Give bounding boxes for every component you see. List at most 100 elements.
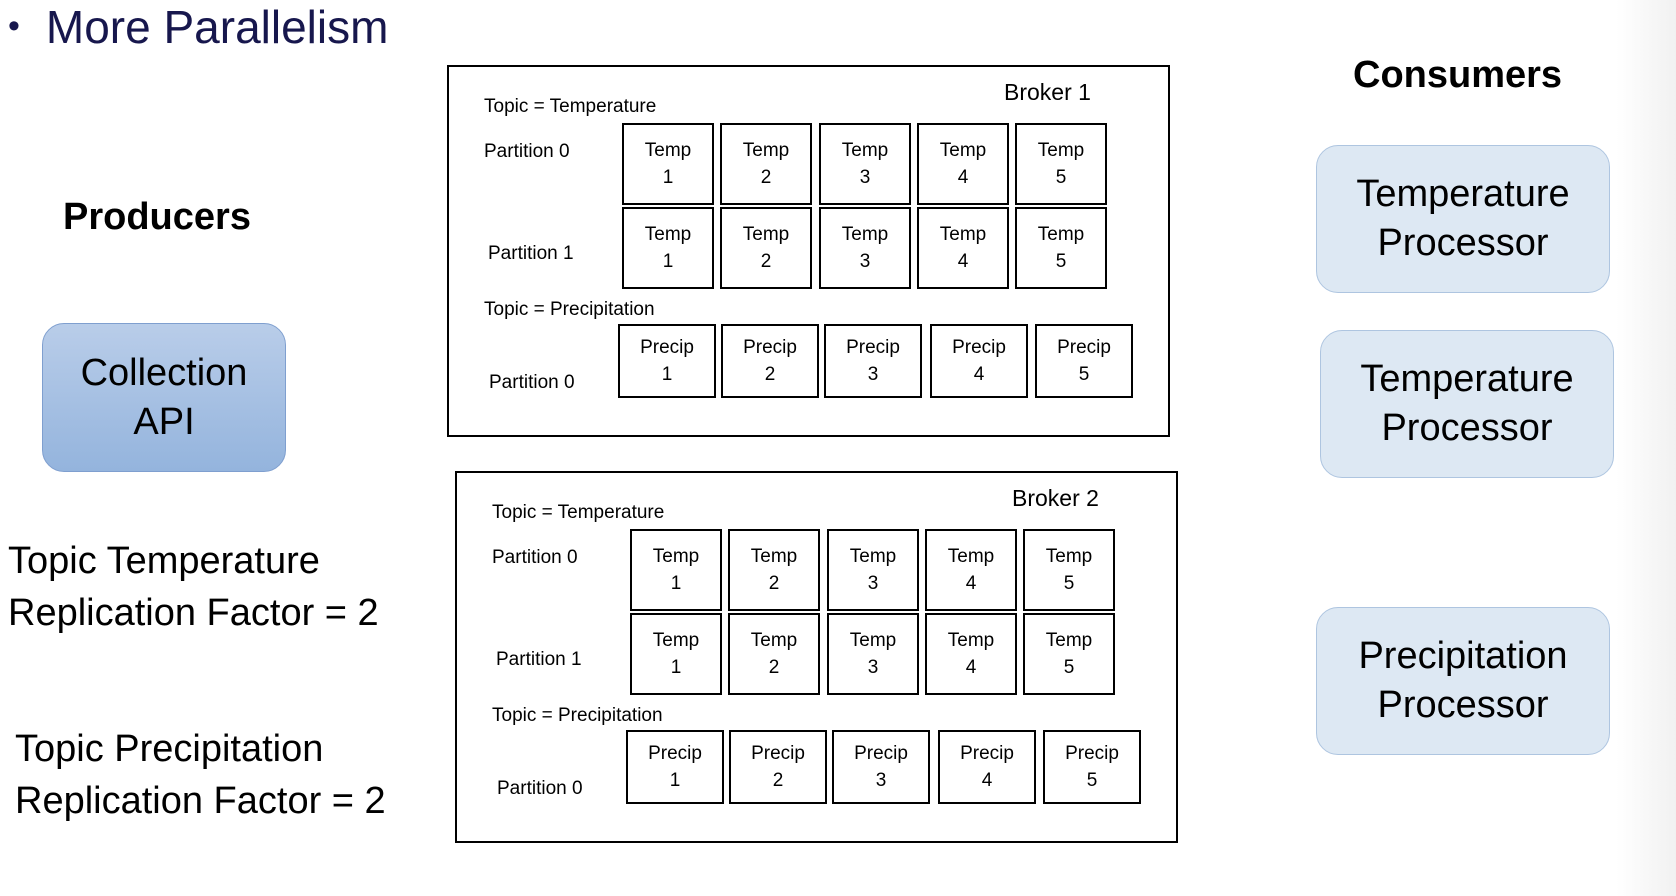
segment-number: 5 — [1063, 657, 1075, 678]
segment-number: 4 — [965, 657, 977, 678]
replication-temperature-line2: Replication Factor = 2 — [8, 592, 379, 634]
bullet-icon: • — [8, 7, 20, 45]
segment-word: Precip — [743, 337, 797, 358]
segment-number: 3 — [875, 770, 887, 791]
topic-temperature-label: Topic = Temperature — [484, 96, 657, 117]
slide-edge-shadow — [1616, 0, 1676, 896]
temperature-segment: Temp 1 — [630, 613, 722, 695]
segment-number: 4 — [957, 167, 969, 188]
segment-word: Precip — [854, 743, 908, 764]
segment-number: 5 — [1086, 770, 1098, 791]
slide-title: • More Parallelism — [8, 0, 388, 54]
broker-name: Broker 2 — [1012, 485, 1099, 511]
segment-word: Temp — [1045, 630, 1093, 651]
temperature-segment: Temp 3 — [827, 613, 919, 695]
segment-number: 3 — [867, 657, 879, 678]
producer-collection-api: Collection API — [42, 323, 286, 472]
segment-word: Precip — [952, 337, 1006, 358]
segment-word: Temp — [841, 140, 889, 161]
segment-word: Temp — [947, 630, 995, 651]
precipitation-segment: Precip 2 — [721, 324, 819, 398]
segment-word: Temp — [1045, 546, 1093, 567]
segment-number: 2 — [764, 364, 776, 385]
segment-word: Precip — [960, 743, 1014, 764]
segment-number: 2 — [760, 251, 772, 272]
replication-precipitation: Topic Precipitation Replication Factor =… — [15, 723, 386, 827]
replication-precipitation-line1: Topic Precipitation — [15, 728, 324, 770]
segment-word: Precip — [751, 743, 805, 764]
segment-word: Temp — [1037, 224, 1085, 245]
segment-number: 5 — [1055, 167, 1067, 188]
segment-number: 3 — [859, 251, 871, 272]
consumer-temperature-processor-2: Temperature Processor — [1320, 330, 1614, 478]
consumer-precipitation-processor: Precipitation Processor — [1316, 607, 1610, 755]
temperature-segment: Temp 5 — [1023, 529, 1115, 611]
precipitation-segment: Precip 2 — [729, 730, 827, 804]
slide-title-text: More Parallelism — [45, 1, 389, 53]
topic-precipitation-label: Topic = Precipitation — [484, 299, 655, 320]
consumers-heading: Consumers — [1353, 54, 1563, 96]
precipitation-segment: Precip 4 — [938, 730, 1036, 804]
precipitation-partition-label: Partition 0 — [489, 372, 575, 393]
precipitation-segment: Precip 1 — [626, 730, 724, 804]
segment-word: Precip — [846, 337, 900, 358]
segment-word: Temp — [644, 140, 692, 161]
temperature-segment: Temp 4 — [925, 613, 1017, 695]
segment-number: 5 — [1063, 573, 1075, 594]
segment-word: Temp — [742, 224, 790, 245]
segment-word: Precip — [648, 743, 702, 764]
temperature-segment: Temp 5 — [1015, 207, 1107, 289]
precipitation-segment: Precip 4 — [930, 324, 1028, 398]
precipitation-segment: Precip 3 — [824, 324, 922, 398]
segment-number: 1 — [669, 770, 681, 791]
segment-number: 3 — [867, 364, 879, 385]
temperature-segment: Temp 1 — [622, 123, 714, 205]
replication-precipitation-line2: Replication Factor = 2 — [15, 780, 386, 822]
segment-number: 4 — [957, 251, 969, 272]
topic-precipitation-label: Topic = Precipitation — [492, 705, 663, 726]
consumer-temperature-processor-1: Temperature Processor — [1316, 145, 1610, 293]
segment-word: Temp — [644, 224, 692, 245]
segment-word: Temp — [652, 546, 700, 567]
temperature-segment: Temp 3 — [819, 207, 911, 289]
segment-word: Temp — [939, 140, 987, 161]
segment-word: Precip — [1057, 337, 1111, 358]
segment-number: 1 — [670, 573, 682, 594]
segment-number: 2 — [768, 573, 780, 594]
segment-number: 3 — [867, 573, 879, 594]
temperature-segment: Temp 4 — [917, 123, 1009, 205]
temperature-partition-label: Partition 0 — [484, 141, 570, 162]
segment-word: Temp — [750, 630, 798, 651]
precipitation-partition-label: Partition 0 — [497, 778, 583, 799]
temperature-partition-label: Partition 1 — [496, 649, 582, 670]
segment-word: Temp — [947, 546, 995, 567]
topic-temperature-label: Topic = Temperature — [492, 502, 665, 523]
segment-number: 4 — [981, 770, 993, 791]
segment-number: 4 — [973, 364, 985, 385]
segment-word: Temp — [841, 224, 889, 245]
segment-word: Temp — [652, 630, 700, 651]
segment-number: 1 — [662, 167, 674, 188]
temperature-segment: Temp 2 — [720, 207, 812, 289]
segment-word: Temp — [849, 546, 897, 567]
temperature-partition-label: Partition 1 — [488, 243, 574, 264]
segment-number: 1 — [662, 251, 674, 272]
broker-name: Broker 1 — [1004, 79, 1091, 105]
temperature-segment: Temp 1 — [630, 529, 722, 611]
replication-temperature-line1: Topic Temperature — [8, 540, 320, 582]
temperature-segment: Temp 5 — [1023, 613, 1115, 695]
segment-number: 5 — [1055, 251, 1067, 272]
segment-number: 1 — [670, 657, 682, 678]
segment-word: Temp — [849, 630, 897, 651]
segment-number: 2 — [772, 770, 784, 791]
segment-number: 1 — [661, 364, 673, 385]
